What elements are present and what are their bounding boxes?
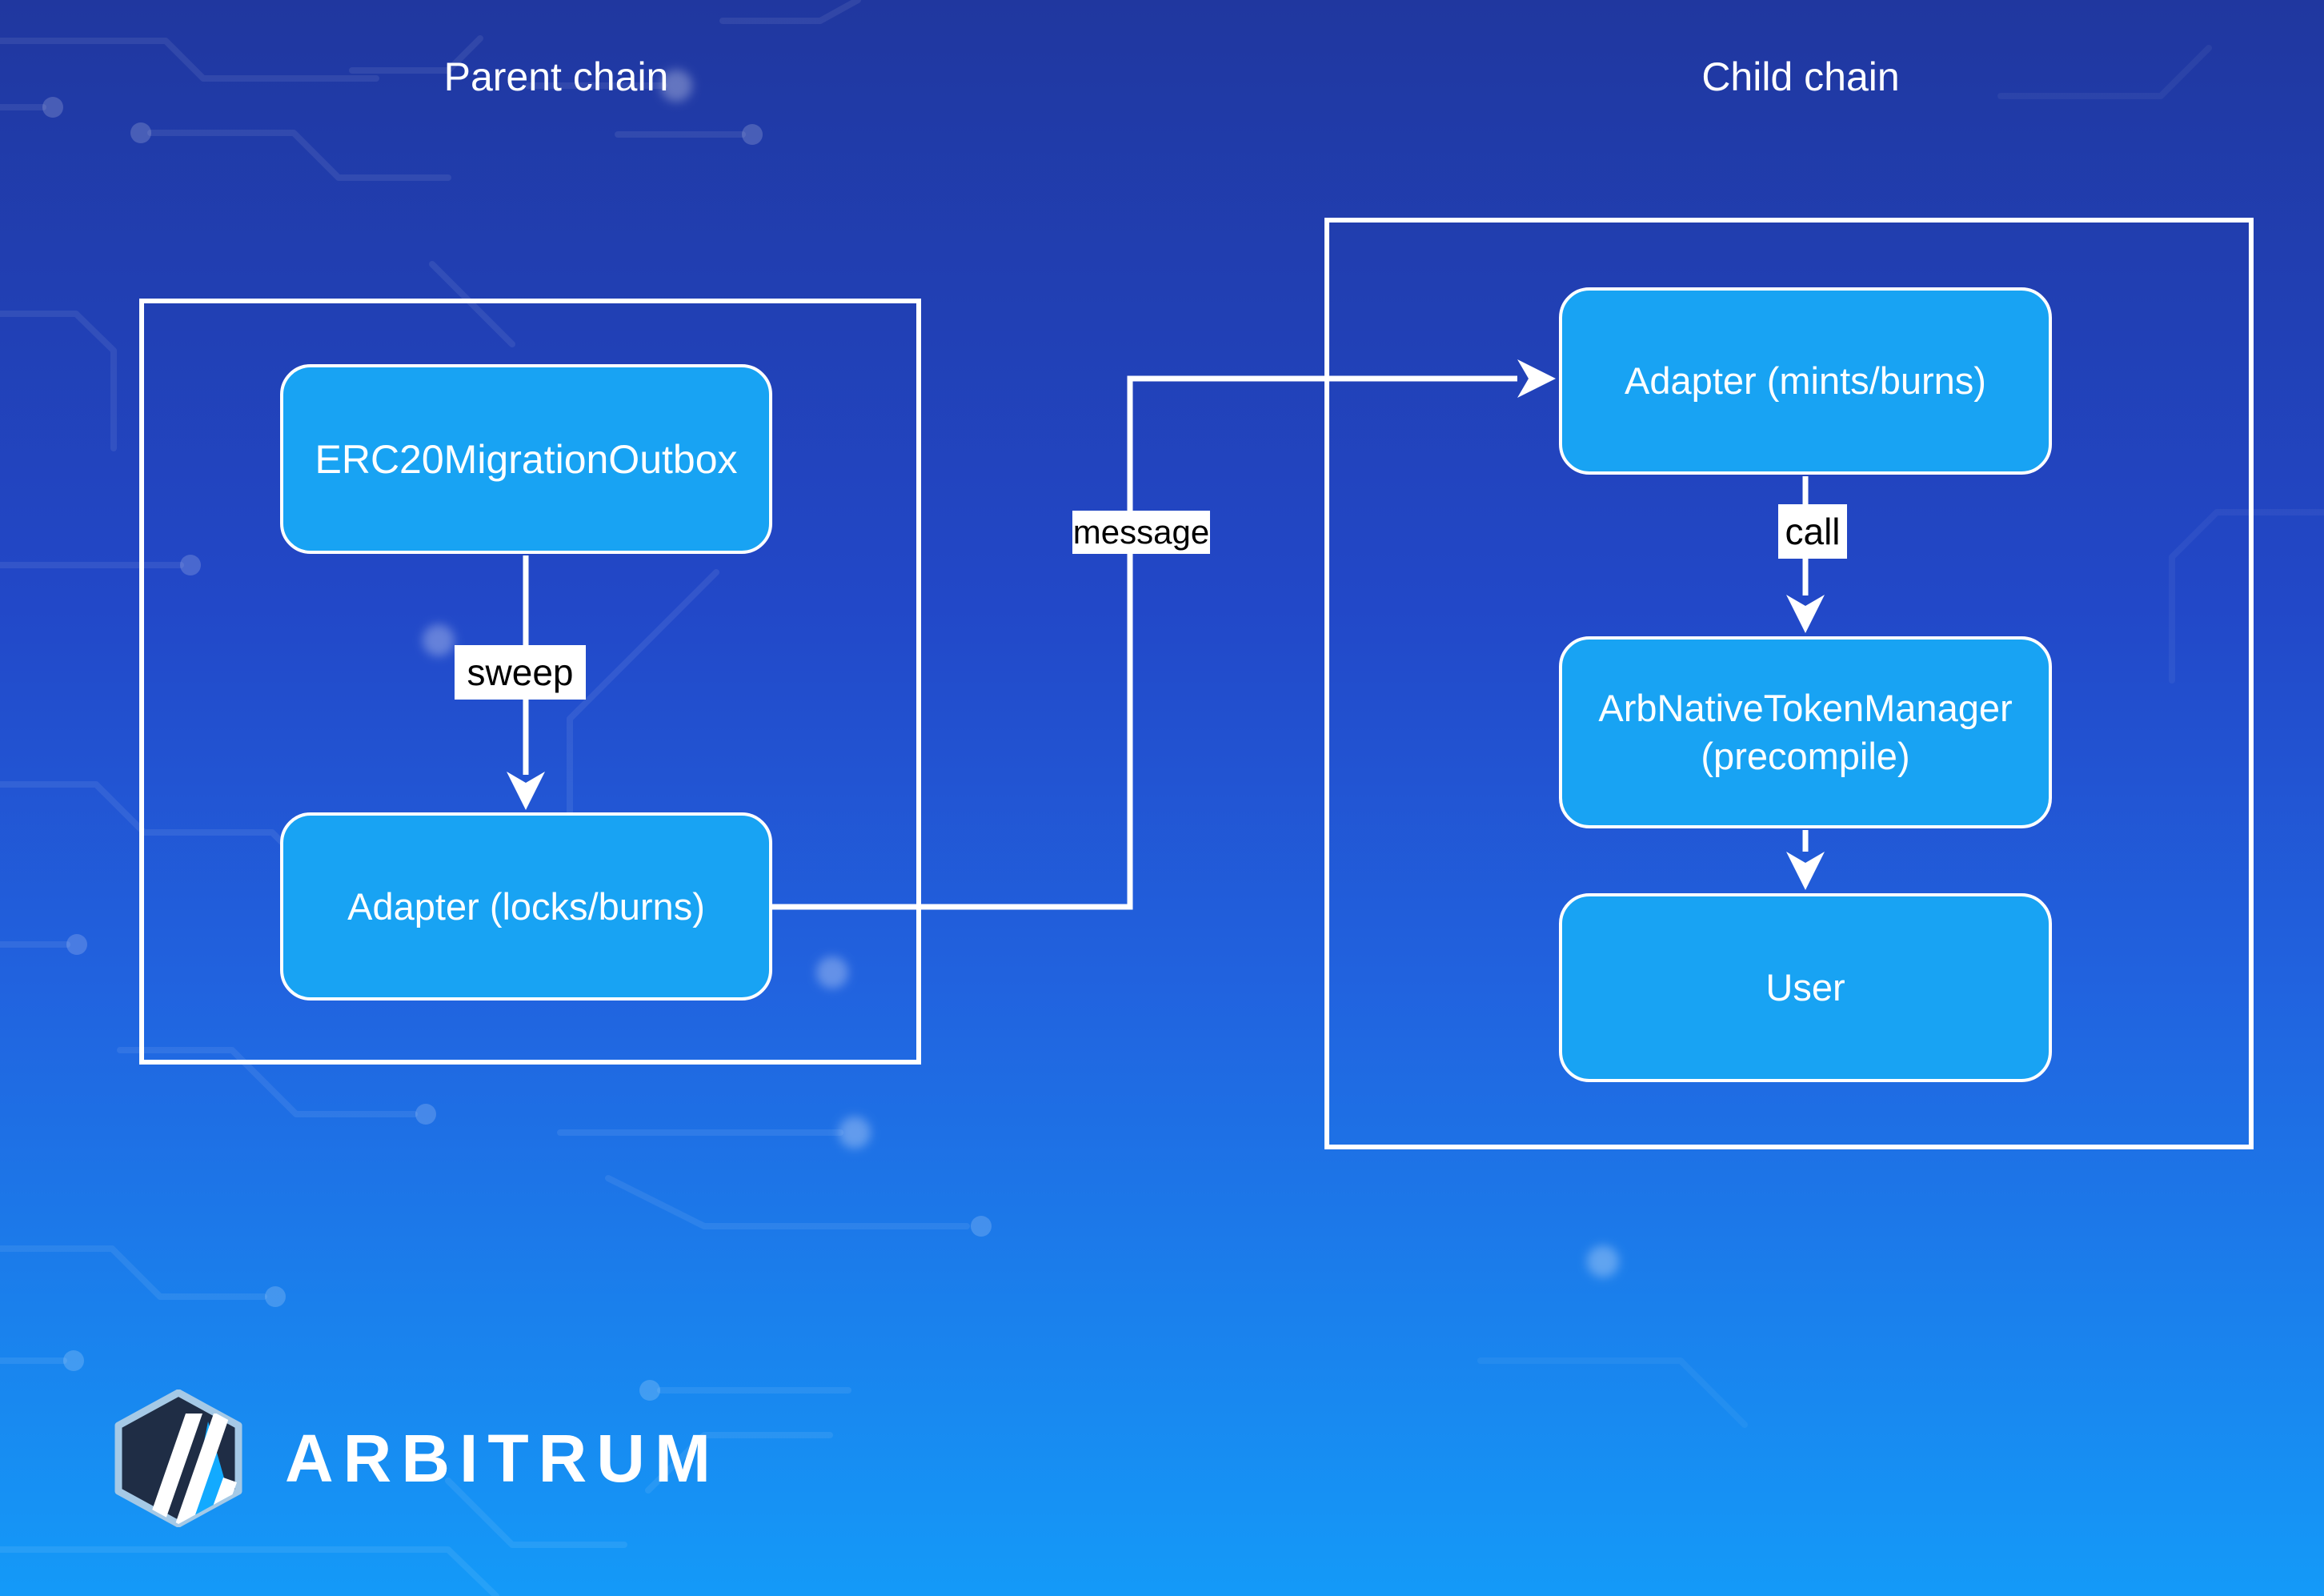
node-erc20-migration-outbox: ERC20MigrationOutbox: [280, 364, 772, 554]
node-label: Adapter (locks/burns): [347, 884, 705, 928]
arbitrum-wordmark: ARBITRUM: [285, 1421, 720, 1496]
parent-chain-title: Parent chain: [443, 54, 669, 99]
node-adapter-locks-burns: Adapter (locks/burns): [280, 812, 772, 1001]
logo-stripe-left: [147, 1414, 202, 1524]
node-label: ERC20MigrationOutbox: [315, 436, 738, 482]
node-label-line2: (precompile): [1701, 735, 1910, 777]
node-label-line1: ArbNativeTokenManager: [1598, 687, 2013, 729]
node-user: User: [1559, 893, 2052, 1082]
node-label: Adapter (mints/burns): [1625, 359, 1986, 402]
child-chain-title: Child chain: [1701, 54, 1900, 99]
node-adapter-mints-burns: Adapter (mints/burns): [1559, 287, 2052, 475]
logo-stripe-right: [175, 1414, 230, 1524]
arbitrum-logo: ARBITRUM: [112, 1389, 720, 1527]
node-arb-native-token-manager: ArbNativeTokenManager (precompile): [1559, 636, 2052, 828]
edge-label-message: message: [1072, 511, 1210, 554]
arbitrum-logo-mark: [114, 1389, 242, 1527]
node-label: User: [1765, 966, 1845, 1009]
edge-label-sweep: sweep: [455, 645, 586, 700]
edge-label-call: call: [1778, 504, 1847, 559]
